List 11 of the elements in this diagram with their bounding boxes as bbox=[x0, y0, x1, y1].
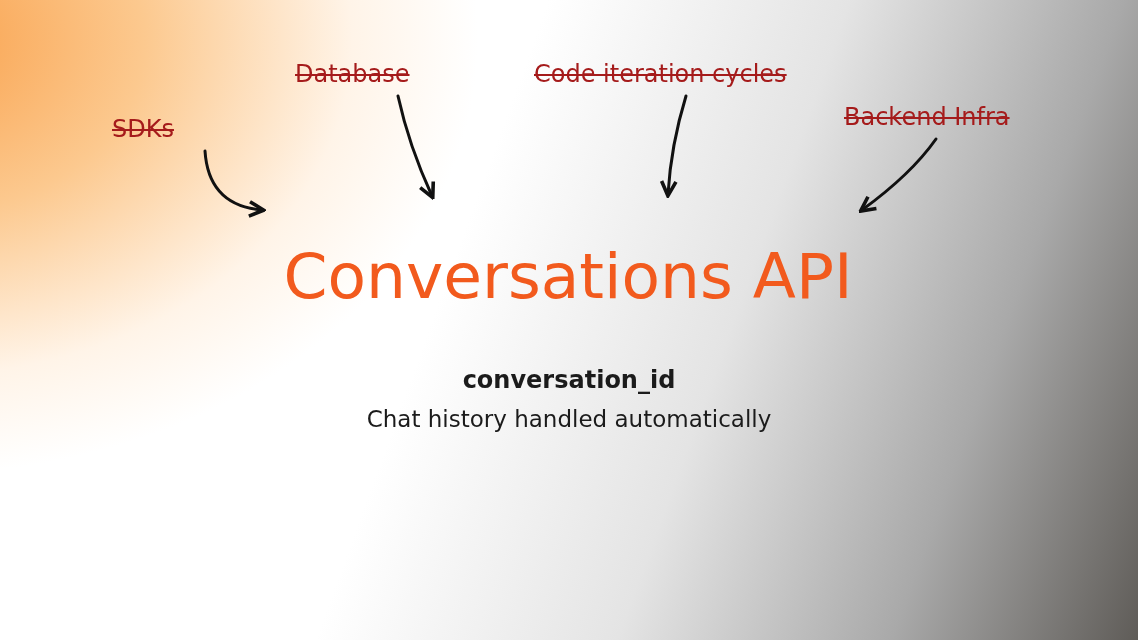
identifier-text: conversation_id bbox=[461, 366, 677, 394]
subtitle-text: Chat history handled automatically bbox=[365, 406, 773, 432]
crossed-out-text: Database bbox=[295, 60, 410, 88]
curved-arrow bbox=[659, 94, 688, 198]
curved-arrow bbox=[858, 137, 938, 213]
curved-arrow bbox=[396, 94, 436, 200]
curved-arrow bbox=[203, 149, 266, 218]
title-text: Conversations API bbox=[208, 210, 928, 313]
crossed-out-text: Backend Infra bbox=[844, 103, 1010, 131]
crossed-out-text: Code iteration cycles bbox=[534, 60, 787, 88]
crossed-out-text: SDKs bbox=[112, 115, 174, 143]
